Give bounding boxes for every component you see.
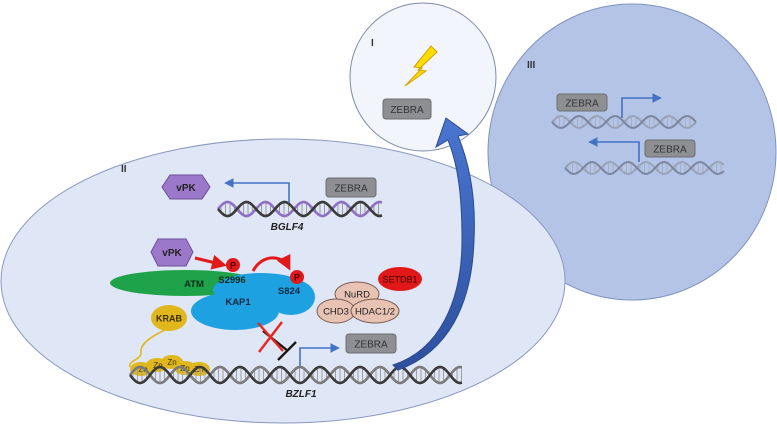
vpk-mid-shape [150,238,194,267]
krab-label: KRAB [156,314,182,324]
vpk-mid-label: vPK [162,248,182,259]
lightning-bolt-icon [404,45,438,87]
hdac-protein [350,298,400,324]
zebra-box-iii-a [556,93,608,112]
atm-label: ATM [184,279,204,290]
zebra-label-iii-a: ZEBRA [565,99,599,110]
dna-helix-icon [217,200,383,218]
vpk-top-label: vPK [176,183,196,194]
zn-label: Zn [153,361,162,370]
kap1-protein-right [267,279,315,315]
vpk-top-shape [161,174,211,200]
phospho-circle-atm [226,258,240,272]
dna-helix-icon [564,160,725,176]
panel-iii-label: III [527,60,536,71]
panel-i-ellipse [349,2,497,152]
setdb1-protein [378,267,422,291]
site-label-s824: S824 [278,286,301,297]
krab-linker [129,329,166,368]
hdac-label: HDAC1/2 [355,307,395,318]
zn-label: Zn [194,365,203,374]
transcription-arrow-icon [588,137,640,162]
chd3-label: CHD3 [323,307,349,318]
phosphorylation-arrow-atm [194,254,227,270]
curved-arrow-icon [392,117,475,371]
zn-label: Zn [138,365,147,374]
phospho-circle-kap1 [290,270,304,284]
phosphorylation-curve-arrow [251,253,291,272]
zn-label: Zn [167,358,176,367]
transcription-arrow-icon [299,343,340,366]
panel-ii-label: II [121,164,127,175]
gene-label-bglf4: BGLF4 [271,222,304,233]
transcription-arrow-icon [224,178,290,203]
kap1-label: KAP1 [225,297,251,308]
panel-iii-ellipse [487,3,777,301]
zebra-box-iii-b [644,139,696,158]
zebra-box-i [382,98,432,120]
panel-i-label: I [371,38,374,49]
zebra-label-bottom: ZEBRA [354,340,388,351]
site-label-s2996: S2996 [218,275,245,286]
krab-domain [151,305,187,331]
setdb1-label: SETDB1 [382,275,417,285]
red-x-icon [257,321,284,353]
phospho-label-atm: P [230,261,236,271]
zebra-label-i: ZEBRA [390,105,424,116]
zebra-label-top: ZEBRA [334,184,368,195]
transcription-arrow-icon [621,93,662,118]
dna-helix-icon [551,115,697,129]
dna-helix-icon [128,365,463,385]
zebra-box-bottom [345,333,397,354]
gene-label-bzlf1: BZLF1 [285,389,317,400]
zebra-box-top [325,177,377,198]
zebra-label-iii-b: ZEBRA [653,145,687,156]
nurd-label: NuRD [344,290,370,301]
phospho-label-kap1: P [294,273,300,283]
